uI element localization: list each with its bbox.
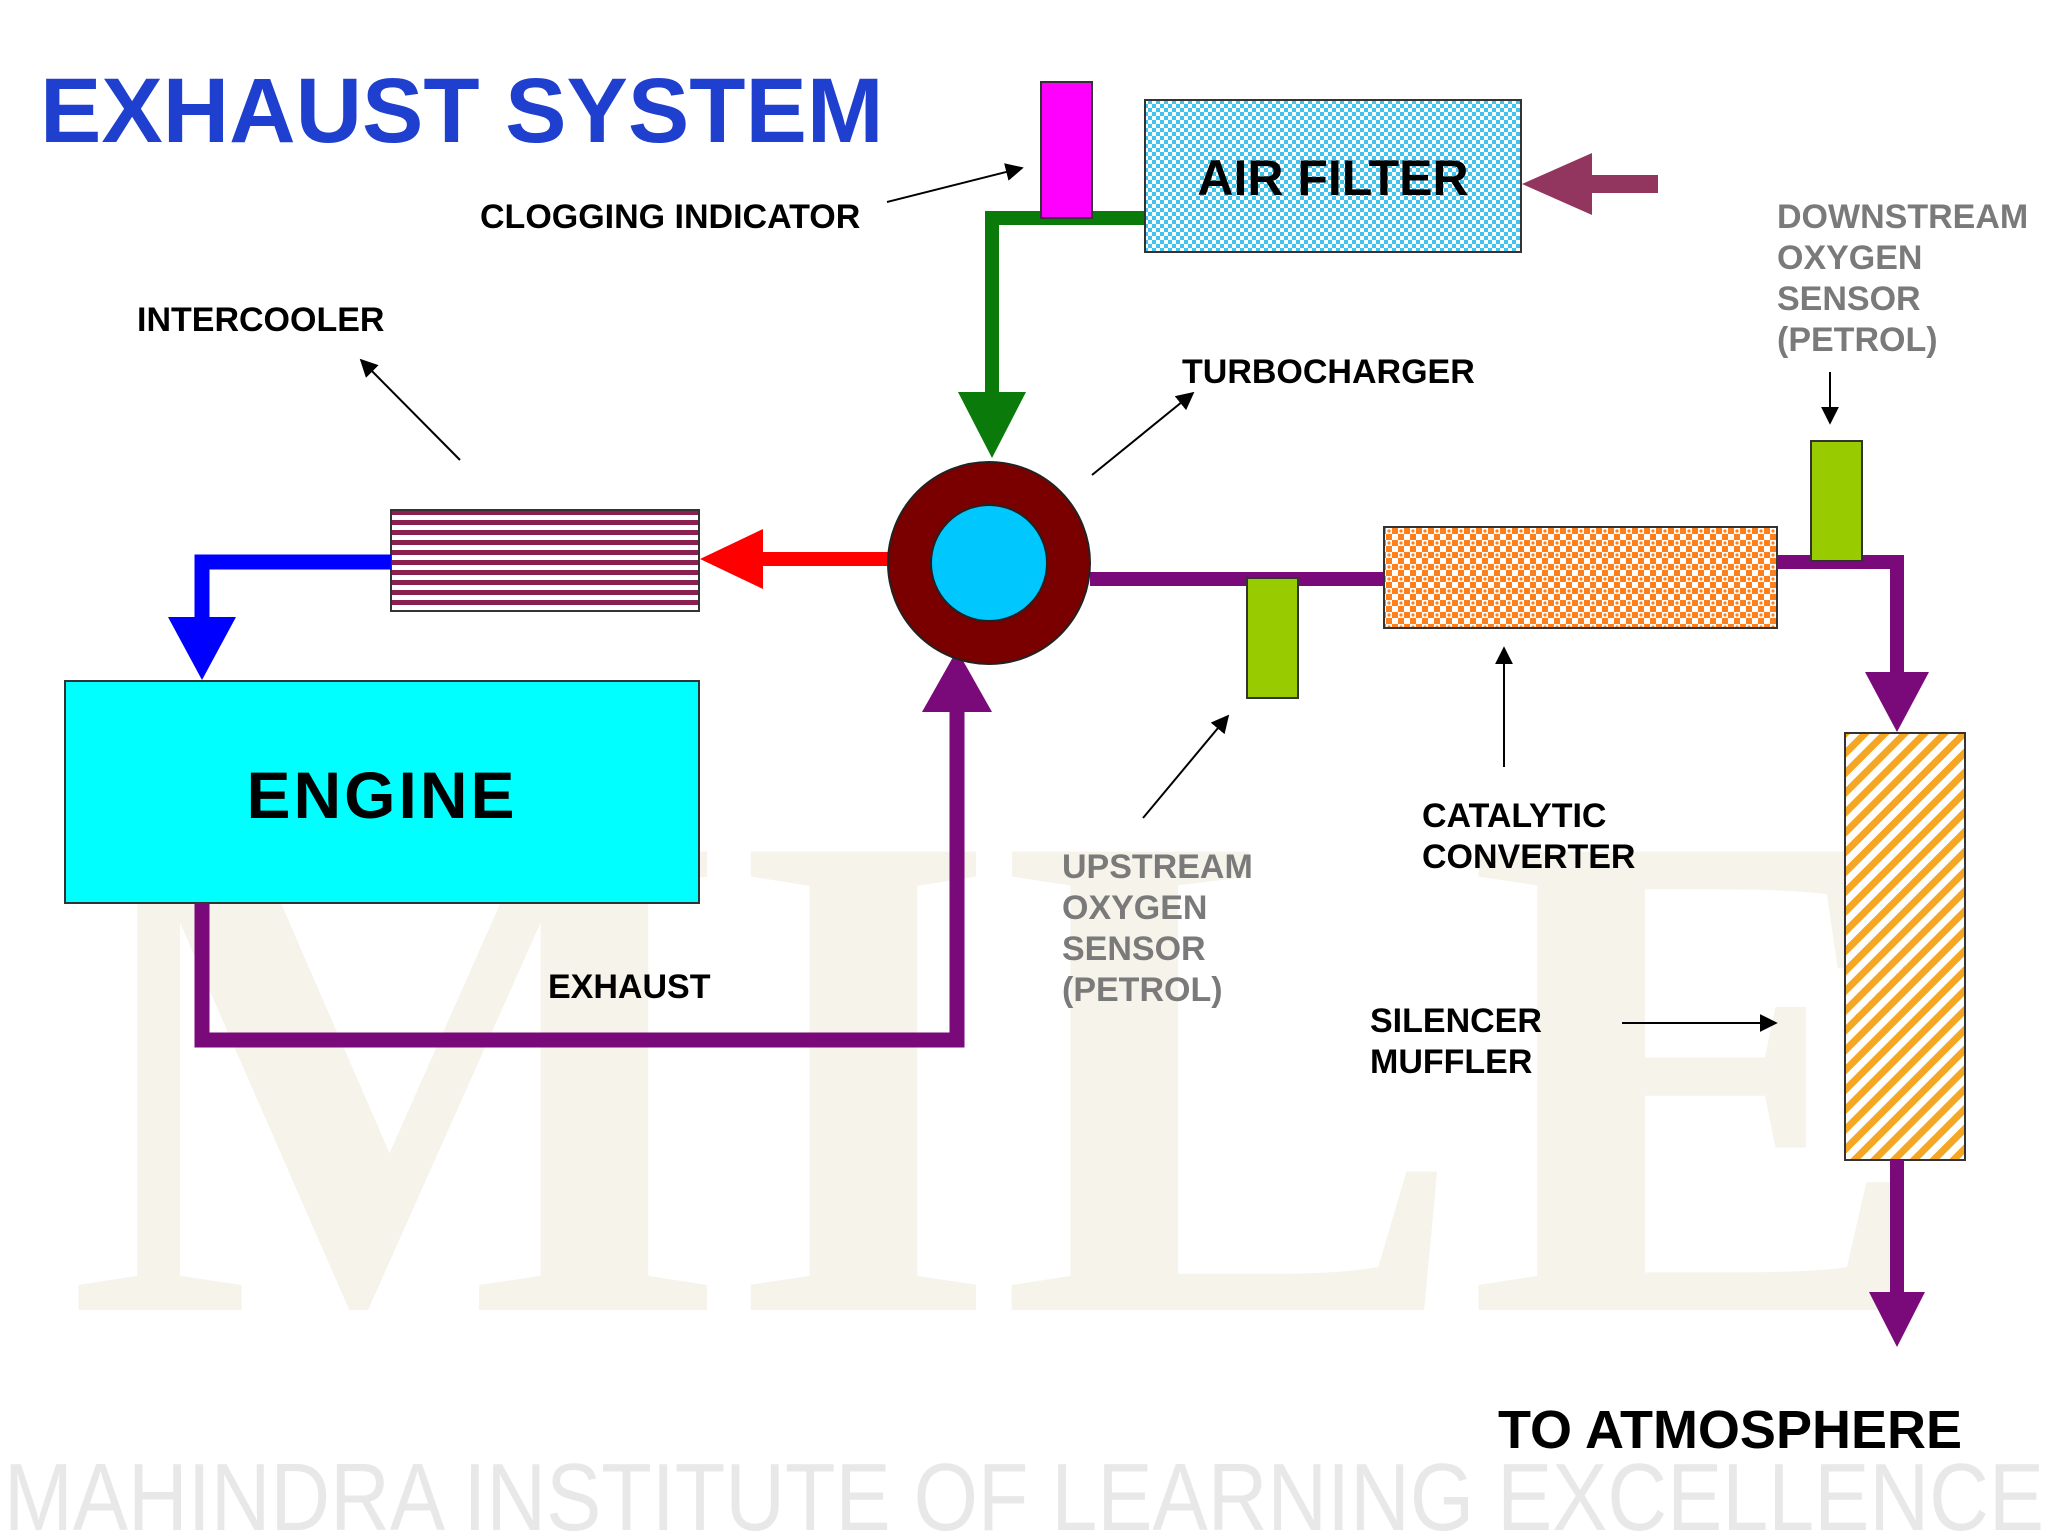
upstream-sensor-pointer	[1142, 714, 1230, 819]
engine-label: ENGINE	[246, 758, 517, 832]
upstream-sensor-line-2: OXYGEN	[1062, 889, 1207, 927]
tailpipe	[1869, 1160, 1925, 1347]
intercooler-pointer	[359, 358, 461, 461]
turbo-outlet-pipe	[1090, 572, 1385, 586]
cooled-air-pipe	[168, 554, 391, 680]
downstream-sensor-line-1: DOWNSTREAM	[1777, 198, 2028, 236]
upstream-sensor-line-1: UPSTREAM	[1062, 848, 1253, 886]
catalytic-label-line-2: CONVERTER	[1422, 838, 1635, 876]
clogging-indicator-label: CLOGGING INDICATOR	[480, 198, 860, 236]
catalytic-converter	[1383, 526, 1778, 629]
silencer-muffler	[1844, 732, 1966, 1161]
clogging-indicator	[1040, 81, 1093, 219]
engine: ENGINE	[64, 680, 700, 904]
page-title: EXHAUST SYSTEM	[40, 60, 883, 162]
air-filter-label: AIR FILTER	[1197, 150, 1468, 206]
upstream-sensor-line-3: SENSOR	[1062, 930, 1206, 968]
turbocharger-label: TURBOCHARGER	[1182, 353, 1475, 391]
upstream-sensor-line-4: (PETROL)	[1062, 971, 1223, 1009]
air-inlet-arrow	[1522, 153, 1658, 215]
catalytic-label-line-1: CATALYTIC	[1422, 797, 1606, 835]
downstream-sensor-line-3: SENSOR	[1777, 280, 1921, 318]
turbocharger-pointer	[1091, 391, 1195, 476]
intercooler	[390, 509, 700, 612]
exhaust-label: EXHAUST	[548, 968, 711, 1006]
upstream-sensor-label: UPSTREAM OXYGEN SENSOR (PETROL)	[1062, 848, 1253, 1009]
air-filter: AIR FILTER	[1144, 99, 1522, 253]
turbocharger	[887, 461, 1091, 665]
intake-pipe	[958, 211, 1145, 458]
clogging-indicator-pointer	[886, 163, 1024, 203]
boost-pipe	[700, 529, 890, 589]
watermark-footer: MAHINDRA INSTITUTE OF LEARNING EXCELLENC…	[4, 1444, 2044, 1534]
exhaust-pipe	[194, 650, 992, 1048]
silencer-muffler-label: SILENCER MUFFLER	[1370, 1002, 1542, 1081]
pointer-arrows	[359, 163, 1839, 1032]
upstream-oxygen-sensor	[1246, 577, 1299, 699]
downstream-sensor-label: DOWNSTREAM OXYGEN SENSOR (PETROL)	[1777, 198, 2028, 359]
downstream-sensor-line-4: (PETROL)	[1777, 321, 1938, 359]
downstream-sensor-line-2: OXYGEN	[1777, 239, 1922, 277]
to-atmosphere-label: TO ATMOSPHERE	[1498, 1400, 1962, 1460]
silencer-label-line-1: SILENCER	[1370, 1002, 1542, 1040]
intercooler-label: INTERCOOLER	[137, 301, 384, 339]
downstream-oxygen-sensor	[1810, 440, 1863, 562]
silencer-label-line-2: MUFFLER	[1370, 1043, 1532, 1081]
catalytic-converter-label: CATALYTIC CONVERTER	[1422, 797, 1635, 876]
